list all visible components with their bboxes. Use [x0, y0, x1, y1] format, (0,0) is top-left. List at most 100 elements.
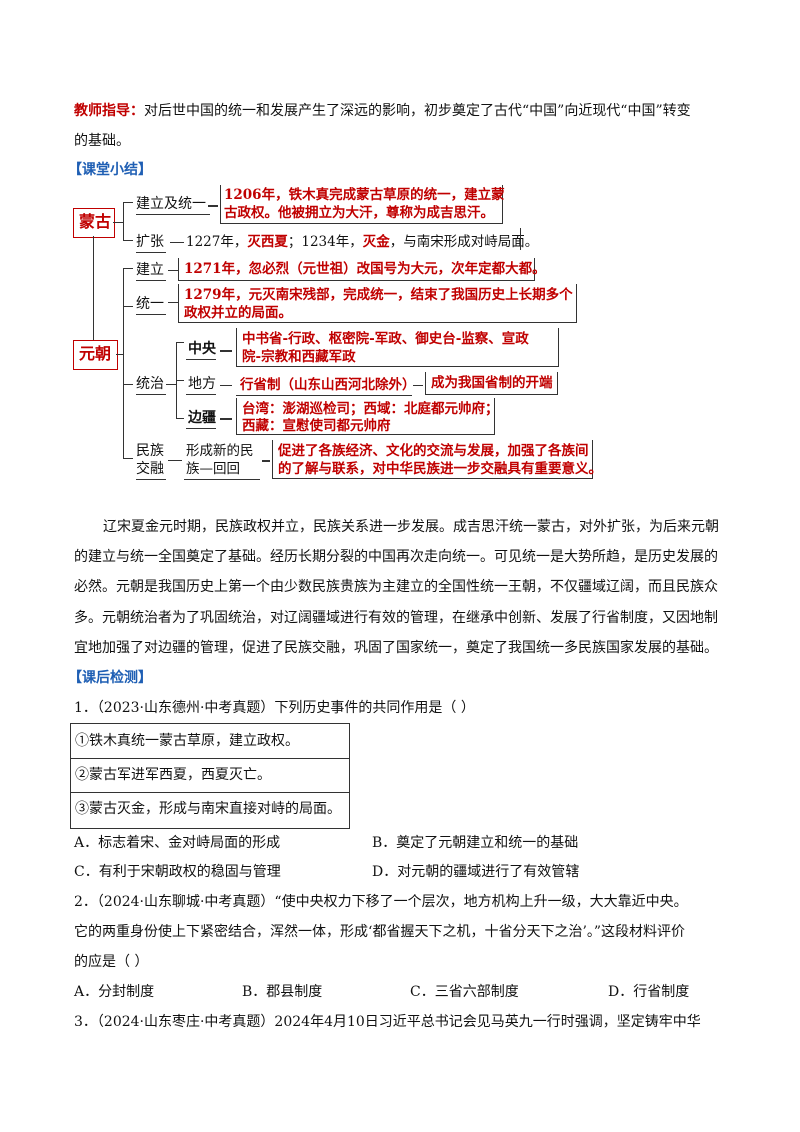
q1-option-a[interactable]: A．标志着宋、金对峙局面的形成	[74, 835, 281, 851]
sub-central: 中央	[188, 341, 216, 357]
local-system: 行省制（山东山西河北除外）	[240, 377, 416, 393]
branch-unification: 统一	[136, 296, 164, 312]
intro-line-1: 教师指导：对后世中国的统一和发展产生了深远的影响，初步奠定了古代“中国”向近现代…	[74, 103, 691, 119]
text-box	[178, 284, 577, 323]
text-box	[236, 328, 559, 367]
para-line-4: 多。元朝统治者为了巩固统治，对辽阔疆域进行有效的管理，在继承中创新、发展了行省制…	[74, 610, 718, 626]
q2-option-d[interactable]: D．行省制度	[608, 984, 690, 1000]
connector	[93, 236, 94, 340]
ethnic-effect-2: 的了解与联系，对中华民族进一步交融具有重要意义。	[278, 461, 602, 477]
connector	[123, 306, 133, 307]
underline	[186, 394, 216, 395]
q2-line-2: 它的两重身份使上下紧密结合，浑然一体，形成‘都省握天下之机，十省分天下之治’。”…	[74, 924, 686, 940]
event-1279-line1: 1279年，元灭南宋残部，完成统一，结束了我国历史上长期多个	[184, 287, 573, 303]
q2-option-b[interactable]: B．郡县制度	[242, 984, 323, 1000]
para-line-2: 的建立与统一全国奠定了基础。经历长期分裂的中国再次走向统一。可见统一是大势所趋，…	[74, 549, 718, 565]
connector	[425, 372, 426, 394]
connector	[176, 418, 184, 419]
connector	[123, 268, 133, 269]
yuan-node-box	[73, 340, 118, 370]
bracket	[520, 228, 521, 250]
expansion-xixia: 灭西夏	[247, 234, 288, 250]
connector	[178, 284, 179, 322]
event-1279-line2: 政权并立的局面。	[184, 305, 292, 321]
connector	[176, 342, 184, 343]
text-box	[220, 185, 503, 224]
summary-heading: 【课堂小结】	[68, 162, 152, 178]
mongol-node: 蒙古	[79, 212, 112, 231]
connector	[220, 350, 232, 352]
q2-option-a[interactable]: A．分封制度	[74, 984, 155, 1000]
connector	[168, 302, 178, 303]
connector	[178, 258, 179, 280]
connector	[170, 242, 184, 243]
branch-ethnic-b: 交融	[136, 461, 164, 477]
connector	[220, 185, 221, 223]
event-1206-line2: 古政权。他被拥立为大汗，尊称为成吉思汗。	[224, 205, 494, 221]
text-box	[425, 372, 558, 395]
underline	[184, 479, 260, 480]
text-box	[236, 398, 495, 435]
para-line-1: 辽宋夏金元时期，民族政权并立，民族关系进一步发展。成吉思汗统一蒙古，对外扩张，为…	[103, 519, 719, 535]
q1-item-2: ②蒙古军进军西夏，西夏灭亡。	[75, 767, 271, 783]
connector	[123, 202, 133, 203]
connector	[166, 384, 176, 385]
divider	[71, 792, 349, 793]
underline	[136, 280, 166, 281]
underline	[236, 395, 412, 396]
underline	[186, 428, 216, 429]
connector	[168, 460, 182, 461]
expansion-jin: 灭金	[362, 234, 390, 250]
ethnic-effect-1: 促进了各族经济、文化的交流与发展，加强了各族间	[278, 443, 589, 459]
frontier-line2: 西藏：宣慰使司都元帅府	[242, 418, 391, 434]
intro-text-1: 对后世中国的统一和发展产生了深远的影响，初步奠定了古代“中国”向近现代“中国”转…	[144, 103, 691, 119]
q1-option-b[interactable]: B．奠定了元朝建立和统一的基础	[372, 835, 579, 851]
branch-founding: 建立	[136, 262, 164, 278]
q2-line-1: 2．（2024·山东聊城·中考真题）“使中央权力下移了一个层次，地方机构上升一级…	[74, 894, 688, 910]
branch-ethnic-a: 民族	[136, 443, 164, 459]
connector	[116, 354, 124, 355]
connector	[113, 222, 124, 223]
intro-line-2: 的基础。	[74, 133, 130, 149]
q1-item-1: ①铁木真统一蒙古草原，建立政权。	[75, 733, 299, 749]
q2-option-c[interactable]: C．三省六部制度	[410, 984, 519, 1000]
para-line-5: 宜地加强了对边疆的管理，促进了民族交融，巩固了国家统一，奠定了我国统一多民族国家…	[74, 640, 718, 656]
event-1206-text: 古政权。他被拥立为大汗，尊称为成吉思汗。	[224, 205, 494, 221]
event-1206-line1: 1206年，铁木真完成蒙古草原的统一，建立蒙	[224, 187, 505, 203]
test-heading: 【课后检测】	[68, 670, 152, 686]
connector	[123, 384, 133, 385]
connector	[236, 398, 237, 434]
sub-local: 地方	[188, 376, 216, 392]
mongol-node-box	[73, 208, 115, 238]
central-line1: 中书省-行政、枢密院-军政、御史台-监察、宣政	[242, 331, 529, 347]
text-box	[272, 440, 593, 479]
underline	[136, 314, 166, 315]
underline	[136, 479, 166, 480]
connector	[208, 205, 218, 207]
ethnic-new-a: 形成新的民	[186, 443, 254, 459]
event-1271: 1271年，忽必烈（元世祖）改国号为大元，次年定都大都。	[184, 261, 546, 277]
local-note: 成为我国省制的开端	[431, 375, 553, 391]
q3-line-1: 3．（2024·山东枣庄·中考真题）2024年4月10日习近平总书记会见马英九一…	[74, 1014, 701, 1030]
connector	[262, 460, 270, 462]
expansion-part3: ；1234年，	[287, 234, 363, 250]
q2-line-3: 的应是（ ）	[74, 954, 149, 970]
q1-option-d[interactable]: D．对元朝的疆域进行了有效管辖	[372, 864, 580, 880]
branch-expansion: 扩张	[136, 234, 164, 250]
frontier-line1: 台湾：澎湖巡检司；西域：北庭都元帅府；	[242, 401, 499, 417]
connector	[123, 458, 133, 459]
connector	[123, 268, 124, 458]
connector	[220, 418, 232, 420]
yuan-node: 元朝	[79, 344, 112, 363]
intro-label: 教师指导：	[74, 103, 144, 119]
expansion-part1: 1227年，	[186, 234, 248, 250]
q1-option-c[interactable]: C．有利于宋朝政权的稳固与管理	[74, 864, 281, 880]
q1-material-table	[70, 723, 350, 829]
connector	[272, 440, 273, 478]
central-line2: 院-宗教和西藏军政	[242, 349, 356, 365]
connector	[220, 385, 232, 386]
ethnic-new-b: 族—回回	[186, 461, 240, 477]
text-box	[178, 258, 535, 281]
underline	[136, 394, 166, 395]
connector	[176, 380, 184, 381]
